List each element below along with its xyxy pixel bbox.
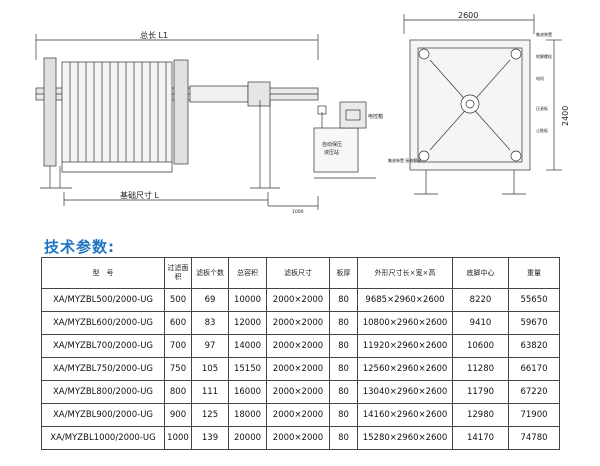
cell-model: XA/MYZBL900/2000-UG xyxy=(41,403,165,427)
section-title: 技术参数: xyxy=(44,238,115,256)
cell-plate-count: 69 xyxy=(191,288,229,312)
cell-foot-center: 14170 xyxy=(452,426,509,450)
table-row: XA/MYZBL500/2000-UG 500 69 10000 2000×20… xyxy=(41,288,560,312)
cell-foot-center: 10600 xyxy=(452,334,509,358)
cell-overall-size: 15280×2960×2600 xyxy=(357,426,453,450)
cell-foot-center: 11790 xyxy=(452,380,509,404)
filter-press-drawing: 总长 L1 基础尺寸 L 1000 电控箱 自动保压 液压站 2600 2400… xyxy=(35,11,570,215)
cell-model: XA/MYZBL750/2000-UG xyxy=(41,357,165,381)
cell-volume: 10000 xyxy=(228,288,267,312)
cell-volume: 18000 xyxy=(228,403,267,427)
callout-1: 集液装置 xyxy=(536,31,552,37)
cell-volume: 16000 xyxy=(228,380,267,404)
header-volume: 总容积 xyxy=(228,257,267,289)
cell-plate-count: 111 xyxy=(191,380,229,404)
side-width-dimension: 2600 xyxy=(458,11,478,20)
header-plate-thickness: 板厚 xyxy=(329,257,358,289)
header-overall-size: 外形尺寸长×宽×高 xyxy=(357,257,453,289)
cell-weight: 67220 xyxy=(508,380,560,404)
cell-volume: 20000 xyxy=(228,426,267,450)
cell-plate-thickness: 80 xyxy=(329,380,358,404)
header-plate-size: 滤板尺寸 xyxy=(266,257,330,289)
cell-filter-area: 600 xyxy=(164,311,192,335)
cell-model: XA/MYZBL600/2000-UG xyxy=(41,311,165,335)
callout-6: 集液装置 接液翻板 xyxy=(388,157,421,163)
cell-volume: 15150 xyxy=(228,357,267,381)
dimension-1000: 1000 xyxy=(292,209,304,215)
total-length-label: 总长 L1 xyxy=(140,30,168,40)
cell-plate-count: 139 xyxy=(191,426,229,450)
cell-foot-center: 8220 xyxy=(452,288,509,312)
cell-filter-area: 1000 xyxy=(164,426,192,450)
cell-plate-thickness: 80 xyxy=(329,334,358,358)
cell-plate-thickness: 80 xyxy=(329,357,358,381)
cell-overall-size: 9685×2960×2600 xyxy=(357,288,453,312)
header-weight: 重量 xyxy=(508,257,560,289)
cell-volume: 12000 xyxy=(228,311,267,335)
cell-foot-center: 9410 xyxy=(452,311,509,335)
cell-plate-thickness: 80 xyxy=(329,288,358,312)
cell-plate-thickness: 80 xyxy=(329,403,358,427)
cell-model: XA/MYZBL1000/2000-UG xyxy=(41,426,165,450)
cell-plate-count: 105 xyxy=(191,357,229,381)
header-plate-count: 滤板个数 xyxy=(191,257,229,289)
cell-weight: 55650 xyxy=(508,288,560,312)
table-row: XA/MYZBL900/2000-UG 900 125 18000 2000×2… xyxy=(41,403,560,427)
cell-foot-center: 12980 xyxy=(452,403,509,427)
tank-label: 电控箱 xyxy=(368,113,383,120)
cell-plate-count: 97 xyxy=(191,334,229,358)
header-model: 型 号 xyxy=(41,257,165,289)
foundation-length-label: 基础尺寸 L xyxy=(120,190,160,200)
cell-plate-thickness: 80 xyxy=(329,426,358,450)
cell-plate-count: 83 xyxy=(191,311,229,335)
cell-plate-count: 125 xyxy=(191,403,229,427)
callout-3: 电机 xyxy=(536,75,544,81)
cell-filter-area: 900 xyxy=(164,403,192,427)
cell-weight: 71900 xyxy=(508,403,560,427)
side-height-dimension: 2400 xyxy=(561,106,570,126)
cell-model: XA/MYZBL800/2000-UG xyxy=(41,380,165,404)
cell-plate-size: 2000×2000 xyxy=(266,288,330,312)
hydraulic-label-2: 液压站 xyxy=(324,149,339,156)
cell-plate-size: 2000×2000 xyxy=(266,380,330,404)
header-foot-center: 底脚中心 xyxy=(452,257,509,289)
cell-filter-area: 500 xyxy=(164,288,192,312)
cell-model: XA/MYZBL700/2000-UG xyxy=(41,334,165,358)
hydraulic-label-1: 自动保压 xyxy=(322,141,342,148)
cell-filter-area: 700 xyxy=(164,334,192,358)
cell-plate-size: 2000×2000 xyxy=(266,403,330,427)
cell-weight: 59670 xyxy=(508,311,560,335)
cell-plate-thickness: 80 xyxy=(329,311,358,335)
cell-plate-size: 2000×2000 xyxy=(266,426,330,450)
header-filter-area: 过滤面积 xyxy=(164,257,192,289)
table-row: XA/MYZBL700/2000-UG 700 97 14000 2000×20… xyxy=(41,334,560,358)
table-row: XA/MYZBL600/2000-UG 600 83 12000 2000×20… xyxy=(41,311,560,335)
cell-overall-size: 12560×2960×2600 xyxy=(357,357,453,381)
cell-plate-size: 2000×2000 xyxy=(266,311,330,335)
callout-4: 压紧板 xyxy=(536,105,548,111)
cell-filter-area: 750 xyxy=(164,357,192,381)
callout-2: 地脚螺栓 xyxy=(536,53,552,59)
cell-weight: 74780 xyxy=(508,426,560,450)
table-header-row: 型 号 过滤面积 滤板个数 总容积 滤板尺寸 板厚 外形尺寸长×宽×高 底脚中心… xyxy=(41,257,560,289)
cell-weight: 63820 xyxy=(508,334,560,358)
table-row: XA/MYZBL750/2000-UG 750 105 15150 2000×2… xyxy=(41,357,560,381)
table-row: XA/MYZBL1000/2000-UG 1000 139 20000 2000… xyxy=(41,426,560,450)
cell-weight: 66170 xyxy=(508,357,560,381)
spec-table: 型 号 过滤面积 滤板个数 总容积 滤板尺寸 板厚 外形尺寸长×宽×高 底脚中心… xyxy=(41,257,560,450)
cell-plate-size: 2000×2000 xyxy=(266,334,330,358)
cell-overall-size: 14160×2960×2600 xyxy=(357,403,453,427)
callout-5: 止推板 xyxy=(536,127,548,133)
table-row: XA/MYZBL800/2000-UG 800 111 16000 2000×2… xyxy=(41,380,560,404)
cell-filter-area: 800 xyxy=(164,380,192,404)
cell-overall-size: 10800×2960×2600 xyxy=(357,311,453,335)
cell-overall-size: 13040×2960×2600 xyxy=(357,380,453,404)
cell-model: XA/MYZBL500/2000-UG xyxy=(41,288,165,312)
cell-volume: 14000 xyxy=(228,334,267,358)
cell-overall-size: 11920×2960×2600 xyxy=(357,334,453,358)
cell-foot-center: 11280 xyxy=(452,357,509,381)
cell-plate-size: 2000×2000 xyxy=(266,357,330,381)
